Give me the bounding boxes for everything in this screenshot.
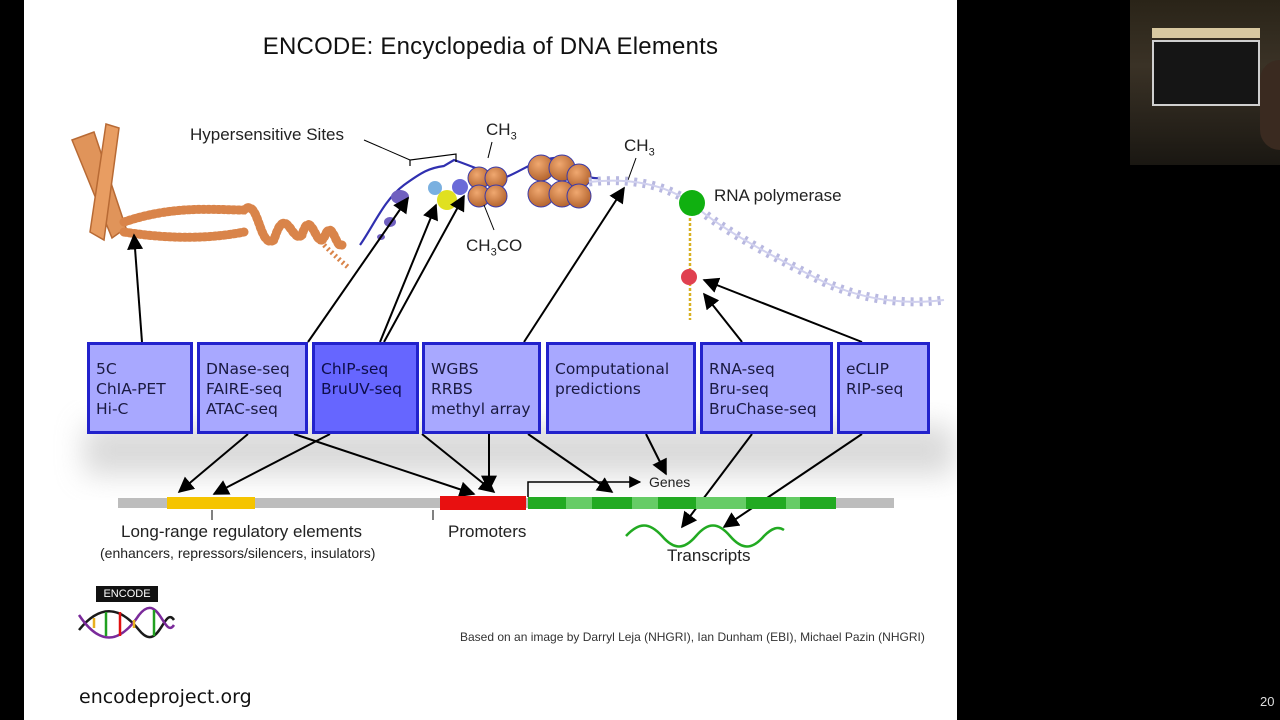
website-url: encodeproject.org	[79, 686, 252, 708]
assay-line: ChIP-seq	[321, 360, 389, 378]
assay-line: WGBS	[431, 360, 479, 378]
window-pane	[1152, 40, 1260, 106]
assay-line: BruUV-seq	[321, 380, 402, 398]
assay-line: RRBS	[431, 380, 473, 398]
encode-logo: ENCODE	[96, 586, 158, 602]
chromatin-fiber-icon	[119, 203, 351, 270]
rna-polymerase-label: RNA polymerase	[714, 186, 842, 205]
chromosome-icon	[71, 123, 127, 242]
methyl-label-2: CH3	[624, 136, 655, 159]
page-number: 20	[1260, 694, 1275, 709]
assay-line: Computational	[555, 360, 670, 378]
assay-line: BruChase-seq	[709, 400, 817, 418]
slide: ENCODE: Encyclopedia of DNA Elements	[24, 0, 957, 720]
image-credit: Based on an image by Darryl Leja (NHGRI)…	[460, 630, 925, 644]
upper-arrows	[127, 186, 863, 343]
assay-box-5c: 5C ChIA-PET Hi-C	[87, 342, 193, 434]
slide-title: ENCODE: Encyclopedia of DNA Elements	[262, 33, 719, 60]
window-frame	[1152, 28, 1260, 38]
assay-line: RIP-seq	[846, 380, 904, 398]
promoters-label: Promoters	[448, 522, 527, 541]
genes-label: Genes	[649, 474, 691, 490]
assay-box-eclip: eCLIP RIP-seq	[837, 342, 930, 434]
transcript-icon	[625, 524, 785, 548]
assay-line: ATAC-seq	[206, 400, 278, 418]
assay-box-rnaseq: RNA-seq Bru-seq BruChase-seq	[700, 342, 833, 434]
long-range-label: Long-range regulatory elements	[121, 522, 362, 541]
genome-track	[118, 496, 894, 520]
encode-logo-icon	[77, 606, 176, 639]
tss-arrow	[527, 476, 642, 497]
assay-line: eCLIP	[846, 360, 889, 378]
assay-line: 5C	[96, 360, 117, 378]
assay-box-dnase: DNase-seq FAIRE-seq ATAC-seq	[197, 342, 308, 434]
methyl-label-1: CH3	[486, 120, 517, 143]
assay-line: FAIRE-seq	[206, 380, 283, 398]
person-silhouette	[1260, 60, 1280, 150]
acetyl-label: CH3CO	[466, 236, 523, 259]
assay-box-computational: Computational predictions	[546, 342, 696, 434]
assay-line: Hi-C	[96, 400, 129, 418]
assay-box-wgbs: WGBS RRBS methyl array	[422, 342, 541, 434]
assay-box-chip: ChIP-seq BruUV-seq	[312, 342, 419, 434]
assay-line: ChIA-PET	[96, 380, 166, 398]
hypersensitive-sites-label: Hypersensitive Sites	[190, 125, 345, 144]
assay-line: DNase-seq	[206, 360, 290, 378]
nucleosome-dna-icon	[359, 139, 637, 246]
transcripts-label: Transcripts	[667, 546, 751, 565]
dna-helix-icon	[588, 176, 945, 307]
assay-line: RNA-seq	[709, 360, 775, 378]
long-range-sublabel: (enhancers, repressors/silencers, insula…	[100, 545, 376, 561]
assay-line: predictions	[555, 380, 641, 398]
assay-line: Bru-seq	[709, 380, 769, 398]
rna-polymerase-icon	[679, 190, 705, 320]
webcam-video	[1130, 0, 1280, 165]
assay-line: methyl array	[431, 400, 531, 418]
